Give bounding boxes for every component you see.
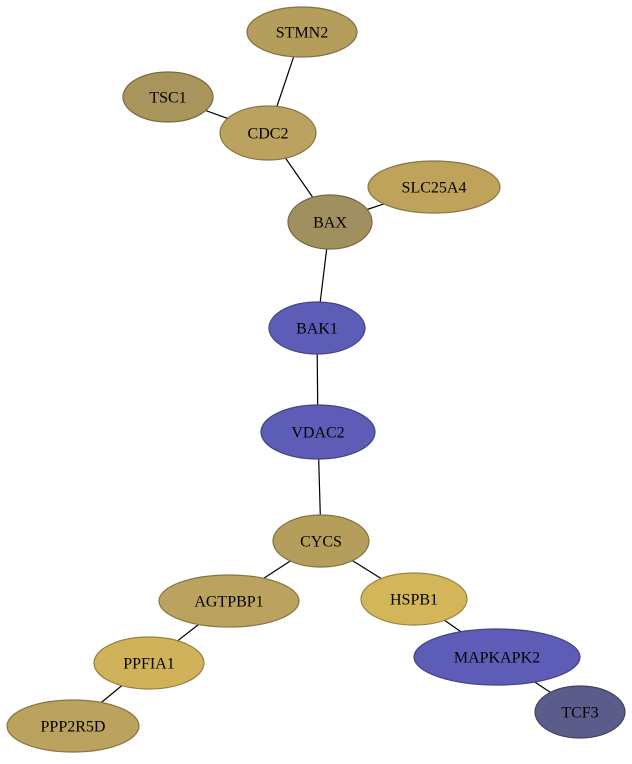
edge-cycs-hspb1 — [352, 560, 382, 580]
node-tsc1[interactable]: TSC1 — [122, 71, 214, 123]
node-slc25a4[interactable]: SLC25A4 — [367, 160, 501, 214]
node-cdc2[interactable]: CDC2 — [219, 105, 317, 161]
node-label-vdac2: VDAC2 — [291, 425, 344, 442]
node-label-mapkapk2: MAPKAPK2 — [454, 650, 540, 667]
node-bax[interactable]: BAX — [287, 194, 373, 250]
node-ellipse-ppp2r5d[interactable] — [6, 699, 140, 753]
node-label-slc25a4: SLC25A4 — [402, 180, 467, 197]
node-label-bax: BAX — [313, 215, 347, 232]
node-label-cdc2: CDC2 — [248, 126, 289, 143]
node-label-bak1: BAK1 — [296, 321, 338, 338]
edge-cdc2-bax — [285, 157, 314, 198]
edge-cycs-agtpbp1 — [263, 560, 291, 579]
edge-slc25a4-bax — [367, 203, 384, 211]
node-label-stmn2: STMN2 — [276, 25, 328, 42]
node-agtpbp1[interactable]: AGTPBP1 — [158, 574, 300, 628]
node-ellipse-hspb1[interactable] — [360, 572, 468, 626]
edge-tsc1-cdc2 — [205, 110, 228, 119]
node-ppfia1[interactable]: PPFIA1 — [93, 636, 205, 690]
node-stmn2[interactable]: STMN2 — [246, 6, 358, 58]
node-label-cycs: CYCS — [300, 534, 342, 551]
node-ellipse-cycs[interactable] — [272, 514, 370, 568]
node-cycs[interactable]: CYCS — [272, 514, 370, 568]
edge-stmn2-cdc2 — [276, 56, 295, 107]
node-ellipse-tcf3[interactable] — [534, 685, 626, 739]
node-ellipse-stmn2[interactable] — [246, 6, 358, 58]
node-label-agtpbp1: AGTPBP1 — [194, 594, 263, 611]
node-bak1[interactable]: BAK1 — [268, 301, 366, 355]
edge-mapkapk2-tcf3 — [534, 681, 551, 693]
edge-hspb1-mapkapk2 — [444, 619, 462, 633]
node-ellipse-bax[interactable] — [287, 194, 373, 250]
node-hspb1[interactable]: HSPB1 — [360, 572, 468, 626]
node-label-ppp2r5d: PPP2R5D — [41, 719, 106, 736]
edges-layer — [100, 56, 551, 703]
node-ellipse-tsc1[interactable] — [122, 71, 214, 123]
node-label-ppfia1: PPFIA1 — [123, 656, 175, 673]
node-ellipse-agtpbp1[interactable] — [158, 574, 300, 628]
node-label-hspb1: HSPB1 — [390, 592, 438, 609]
node-label-tcf3: TCF3 — [561, 705, 598, 722]
edge-bax-bak1 — [319, 248, 328, 303]
node-mapkapk2[interactable]: MAPKAPK2 — [413, 628, 581, 686]
node-tcf3[interactable]: TCF3 — [534, 685, 626, 739]
node-ellipse-mapkapk2[interactable] — [413, 628, 581, 686]
edge-bak1-vdac2 — [316, 353, 319, 406]
edge-vdac2-cycs — [318, 458, 321, 516]
node-vdac2[interactable]: VDAC2 — [260, 404, 376, 460]
edge-agtpbp1-ppfia1 — [177, 623, 200, 642]
edge-ppfia1-ppp2r5d — [100, 685, 123, 703]
node-ellipse-ppfia1[interactable] — [93, 636, 205, 690]
node-ellipse-cdc2[interactable] — [219, 105, 317, 161]
node-ellipse-slc25a4[interactable] — [367, 160, 501, 214]
node-ppp2r5d[interactable]: PPP2R5D — [6, 699, 140, 753]
node-ellipse-vdac2[interactable] — [260, 404, 376, 460]
node-label-tsc1: TSC1 — [149, 90, 186, 107]
node-ellipse-bak1[interactable] — [268, 301, 366, 355]
